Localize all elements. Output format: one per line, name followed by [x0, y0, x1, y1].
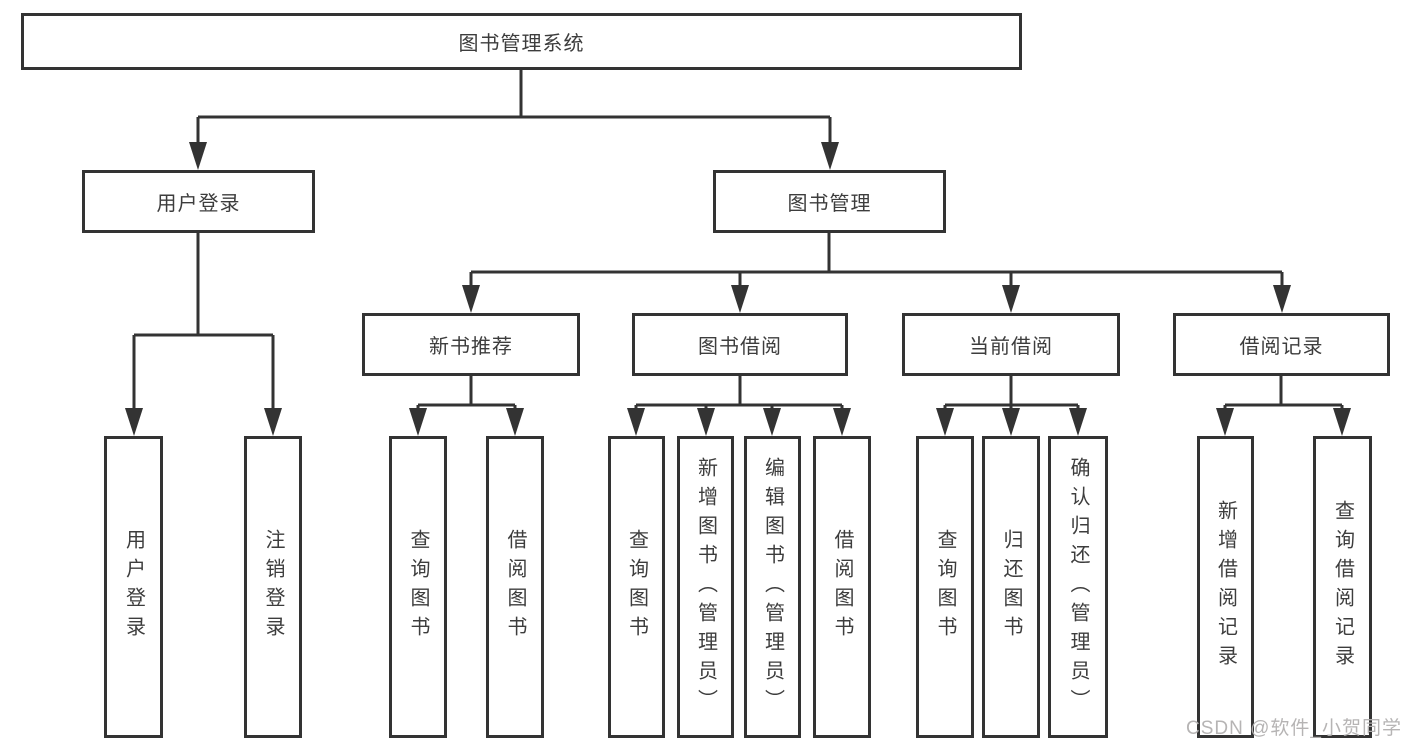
- node-query-borrow-record: 查询借阅记录: [1313, 436, 1372, 738]
- node-add-borrow-record: 新增借阅记录: [1197, 436, 1254, 738]
- node-new-book-recommend: 新书推荐: [362, 313, 580, 376]
- node-borrow-query-books-label: 查询图书: [625, 529, 648, 645]
- connector-book-borrow-children: [627, 376, 851, 436]
- node-user-login-label: 用户登录: [156, 193, 241, 215]
- node-add-borrow-record-label: 新增借阅记录: [1214, 500, 1237, 674]
- node-book-borrow: 图书借阅: [632, 313, 848, 376]
- node-borrow-records: 借阅记录: [1173, 313, 1390, 376]
- connector-current-borrow-children: [936, 376, 1087, 436]
- node-logout-leaf-label: 注销登录: [262, 529, 284, 645]
- node-root-label: 图书管理系统: [458, 33, 585, 55]
- node-root: 图书管理系统: [21, 13, 1022, 70]
- node-confirm-return-admin-label: 确认归还（管理员）: [1067, 456, 1089, 718]
- node-return-book-label: 归还图书: [1000, 529, 1022, 645]
- connector-book-management-to-level3: [462, 233, 1291, 313]
- node-logout-leaf: 注销登录: [244, 436, 302, 738]
- node-recommend-query-books-label: 查询图书: [407, 529, 429, 645]
- node-book-management: 图书管理: [713, 170, 946, 233]
- node-borrow-query-books: 查询图书: [608, 436, 665, 738]
- node-recommend-query-books: 查询图书: [389, 436, 447, 738]
- node-current-query-books-label: 查询图书: [934, 529, 956, 645]
- node-recommend-borrow-books-label: 借阅图书: [504, 529, 526, 645]
- connector-root-to-level2: [189, 69, 839, 170]
- node-user-login: 用户登录: [82, 170, 315, 233]
- watermark-text: CSDN @软件_小贺同学: [1186, 718, 1402, 739]
- node-current-borrow: 当前借阅: [902, 313, 1120, 376]
- node-borrow-records-label: 借阅记录: [1239, 336, 1324, 358]
- connector-borrow-records-children: [1216, 376, 1351, 436]
- node-edit-book-admin-label: 编辑图书（管理员）: [761, 456, 784, 718]
- node-confirm-return-admin: 确认归还（管理员）: [1048, 436, 1108, 738]
- node-current-borrow-label: 当前借阅: [969, 336, 1053, 358]
- node-current-query-books: 查询图书: [916, 436, 974, 738]
- connector-user-login-children: [125, 233, 282, 436]
- node-recommend-borrow-books: 借阅图书: [486, 436, 544, 738]
- node-add-book-admin: 新增图书（管理员）: [677, 436, 734, 738]
- node-query-borrow-record-label: 查询借阅记录: [1331, 500, 1354, 674]
- node-return-book: 归还图书: [982, 436, 1040, 738]
- node-add-book-admin-label: 新增图书（管理员）: [694, 456, 717, 718]
- node-borrow-borrow-books: 借阅图书: [813, 436, 871, 738]
- node-book-borrow-label: 图书借阅: [698, 336, 782, 358]
- node-borrow-borrow-books-label: 借阅图书: [831, 529, 853, 645]
- node-new-book-recommend-label: 新书推荐: [429, 336, 513, 358]
- node-user-login-leaf-label: 用户登录: [122, 529, 145, 645]
- connector-new-book-recommend-children: [409, 376, 524, 436]
- node-book-management-label: 图书管理: [787, 193, 872, 215]
- node-edit-book-admin: 编辑图书（管理员）: [744, 436, 801, 738]
- node-user-login-leaf: 用户登录: [104, 436, 163, 738]
